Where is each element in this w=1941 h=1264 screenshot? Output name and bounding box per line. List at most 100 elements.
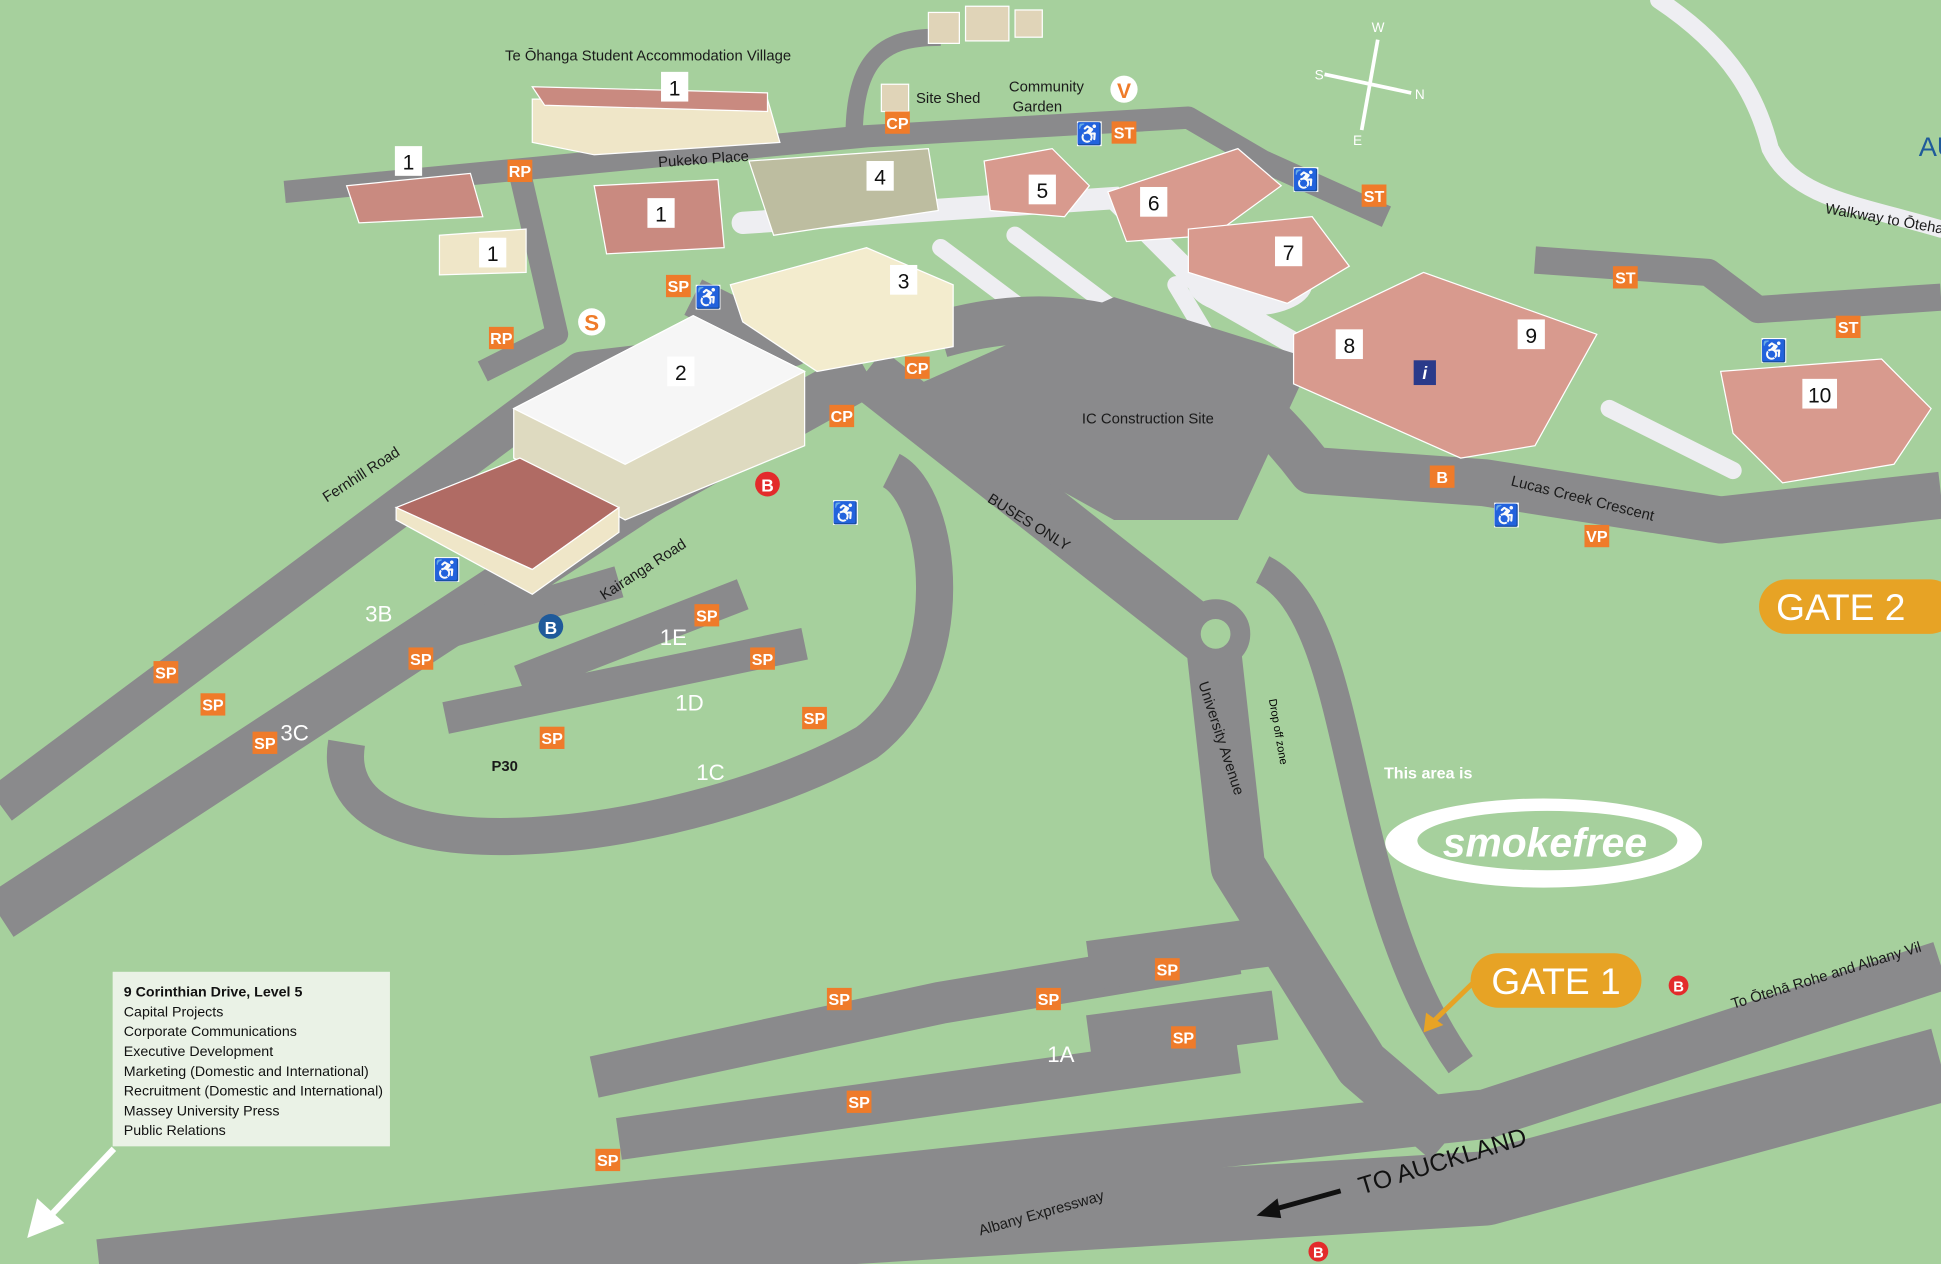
svg-text:SP: SP [1173,1030,1195,1048]
legend-item: Executive Development [124,1044,273,1060]
svg-text:CP: CP [906,360,929,378]
cp-badge[interactable]: CP [885,111,910,134]
community-garden-label-1: Community [1009,80,1085,96]
legend-item: Marketing (Domestic and International) [124,1064,369,1080]
sp-badge[interactable]: SP [826,987,852,1011]
building-4[interactable]: 4 [874,167,886,190]
bus-stop-red[interactable]: B [1668,975,1689,996]
bus-stop-red[interactable]: B [755,471,780,497]
legend-item: Corporate Communications [124,1024,297,1040]
info-marker[interactable]: i [1413,360,1436,386]
smokefree-intro: This area is [1384,765,1473,783]
construction-area [891,297,1313,520]
community-garden-label-2: Garden [1013,99,1063,115]
carpark-1c[interactable]: 1C [696,760,724,785]
svg-text:SP: SP [410,651,432,669]
st-badge[interactable]: ST [1111,121,1137,144]
svg-text:SP: SP [155,664,177,682]
security-marker[interactable]: S [578,308,606,336]
legend-item: Massey University Press [124,1103,280,1119]
bus-stop-red[interactable]: B [1308,1241,1329,1262]
st-badge[interactable]: ST [1835,315,1861,339]
building-9[interactable]: 9 [1525,325,1537,348]
bus-stop-blue[interactable]: B [538,614,564,639]
svg-text:SP: SP [848,1094,870,1112]
svg-text:SP: SP [541,730,563,748]
sp-badge[interactable]: SP [802,706,827,730]
sp-badge[interactable]: SP [750,647,775,670]
p30-label: P30 [491,759,517,775]
building-2[interactable]: 2 [675,362,687,385]
sp-badge[interactable]: SP [1036,987,1061,1011]
rp-badge[interactable]: RP [488,326,514,350]
svg-text:V: V [1117,80,1131,103]
compass: W S N E [1315,20,1425,148]
svg-text:B: B [1313,1246,1324,1262]
sp-badge[interactable]: SP [694,604,720,627]
svg-text:RP: RP [490,330,513,348]
cp-badge[interactable]: CP [829,404,855,428]
compass-e: E [1353,133,1362,148]
carpark-1e[interactable]: 1E [660,625,687,650]
building-numbers: 1 1 1 1 2 3 4 5 6 7 8 9 10 [394,71,1838,409]
sp-badge[interactable]: SP [252,731,278,754]
sp-badge[interactable]: SP [1171,1026,1196,1049]
bus-parking-badge[interactable]: B [1429,465,1455,488]
svg-text:SP: SP [202,697,224,715]
st-badge[interactable]: ST [1612,266,1638,289]
building-10[interactable]: 10 [1808,384,1831,407]
sp-badge[interactable]: SP [153,661,179,684]
wheelchair-icon [694,284,722,310]
building-1-accommodation[interactable]: 1 [669,77,681,100]
carpark-1a[interactable]: 1A [1047,1042,1074,1067]
cp-badge[interactable]: CP [904,356,930,379]
compass-n: N [1415,87,1425,102]
building-1-south[interactable]: 1 [487,243,499,266]
carpark-3c[interactable]: 3C [280,720,308,745]
sp-badge[interactable]: SP [408,647,434,670]
svg-text:GATE 1: GATE 1 [1491,960,1620,1002]
svg-text:B: B [761,476,774,496]
carpark-3b[interactable]: 3B [365,601,392,626]
st-badge[interactable]: ST [1361,184,1387,207]
sp-badge[interactable]: SP [595,1148,621,1172]
sp-badge[interactable]: SP [200,693,226,716]
compass-s: S [1315,67,1324,82]
rp-badge[interactable]: RP [507,159,533,183]
building-7[interactable]: 7 [1283,242,1295,265]
legend-item: Recruitment (Domestic and International) [124,1084,383,1100]
svg-text:VP: VP [1586,528,1608,546]
svg-text:SP: SP [668,278,690,296]
building-5[interactable]: 5 [1036,180,1048,203]
sp-badge[interactable]: SP [539,726,565,749]
building-3[interactable]: 3 [898,270,910,293]
wheelchair-icon [1292,166,1320,192]
svg-text:SP: SP [597,1152,619,1170]
site-shed-label: Site Shed [916,91,980,107]
building-1-west[interactable]: 1 [403,152,415,175]
svg-text:ST: ST [1114,125,1135,143]
carpark-1d[interactable]: 1D [675,691,703,716]
building-6[interactable]: 6 [1148,193,1160,216]
building-1-central[interactable]: 1 [655,204,667,227]
department-legend: 9 Corinthian Drive, Level 5 Capital Proj… [27,971,390,1238]
vp-badge[interactable]: VP [1584,524,1610,548]
svg-text:i: i [1422,363,1428,383]
svg-text:SP: SP [1038,991,1060,1009]
sp-badge[interactable]: SP [665,274,691,298]
roads [0,28,1941,1264]
svg-text:ST: ST [1364,188,1385,206]
construction-site-label: IC Construction Site [1082,411,1214,427]
sp-badge[interactable]: SP [1154,958,1180,981]
road-pukeko-place: Pukeko Place [658,149,750,171]
gate-2[interactable]: GATE 2 [1759,579,1941,634]
gate-1[interactable]: GATE 1 [1423,953,1642,1033]
visitor-marker[interactable]: V [1110,75,1138,103]
sp-badge[interactable]: SP [846,1090,872,1113]
wheelchair-icon [832,499,859,525]
svg-text:SP: SP [804,710,826,728]
legend-item: Capital Projects [124,1004,224,1020]
parking-badges: SP SP SP SP SP SP SP SP SP SP SP SP SP S… [153,111,1861,1172]
building-8[interactable]: 8 [1343,335,1355,358]
